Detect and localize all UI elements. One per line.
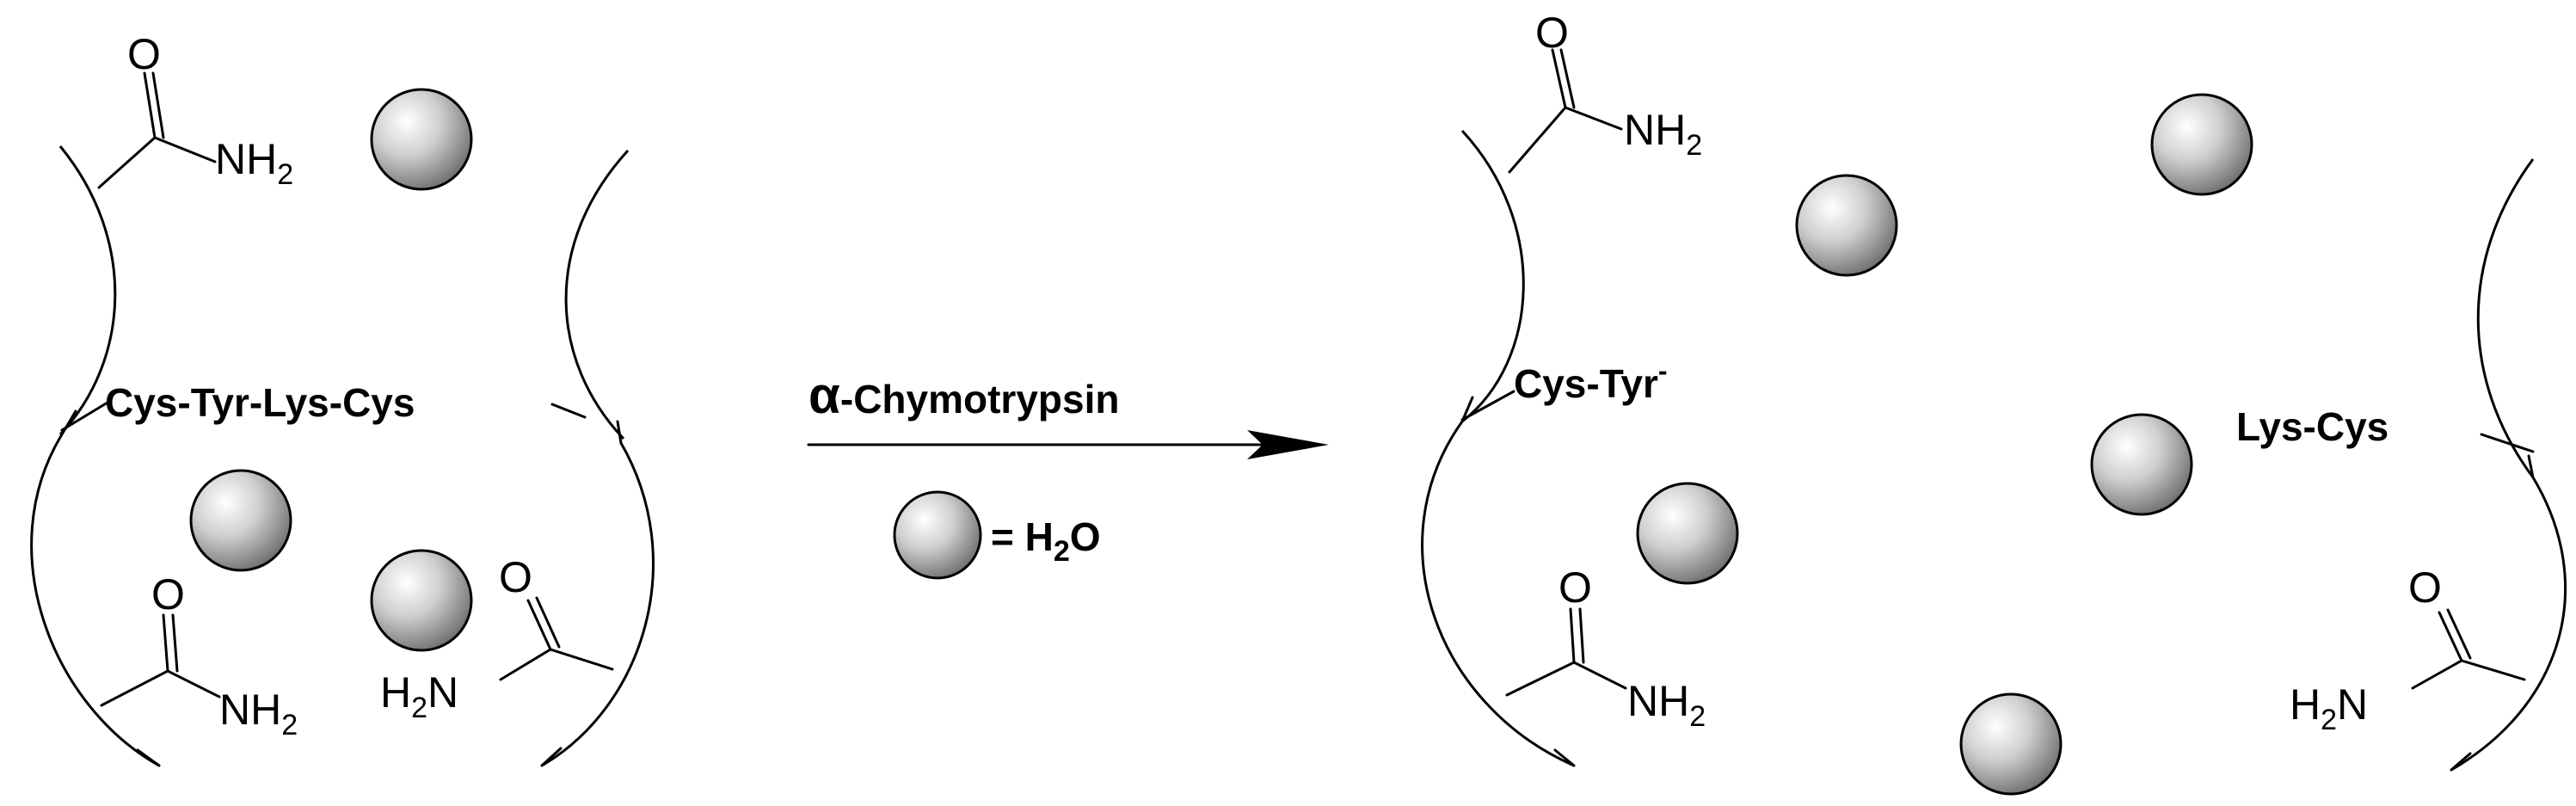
- product-left-fragment: O NH2 O NH2 Cys-Tyr-: [1421, 9, 1706, 767]
- water-sphere: [370, 88, 473, 191]
- arrow-head: [1247, 430, 1329, 459]
- product-right-fragment: O H2N Lys-Cys: [2236, 158, 2567, 772]
- amine-label: NH2: [1624, 106, 1702, 162]
- amide-group-top: O NH2: [97, 30, 293, 191]
- water-sphere: [1959, 692, 2063, 796]
- amine-label: H2N: [2290, 680, 2368, 736]
- amide-group-bottom-left: O NH2: [1505, 563, 1706, 733]
- water-sphere: [2090, 413, 2193, 516]
- peptide-bond-left: [60, 401, 109, 432]
- enzyme-label: α-Chymotrypsin: [808, 366, 1119, 424]
- half-arrow-head: [136, 748, 161, 767]
- half-arrow-head: [1553, 748, 1576, 767]
- oxygen-label: O: [2408, 563, 2442, 612]
- cavity-arc-lower-right: [541, 442, 655, 767]
- cavity-arc-upper-right: [564, 149, 630, 440]
- amide-group-bottom-left: O NH2: [100, 570, 298, 741]
- amide-group-top: O NH2: [1508, 9, 1702, 174]
- oxygen-label: O: [127, 30, 161, 78]
- amide-group-bottom-right: O H2N: [2290, 563, 2526, 736]
- cavity-arc-lower-left: [30, 434, 160, 767]
- cavity-arc-upper: [1460, 129, 1525, 423]
- cavity-arc-lower: [2450, 477, 2567, 772]
- cavity-arc-lower: [1421, 421, 1575, 767]
- oxygen-label: O: [499, 553, 532, 601]
- cavity-arc-upper: [2476, 158, 2535, 478]
- water-sphere: [189, 469, 292, 572]
- half-arrow-head: [2527, 454, 2535, 479]
- peptide-bond-left: [1460, 390, 1515, 421]
- oxygen-label: O: [151, 570, 185, 618]
- water-legend-label: = H2O: [991, 514, 1101, 568]
- cavity-arc-upper-left: [58, 145, 117, 436]
- fragment-label: Lys-Cys: [2236, 404, 2388, 449]
- half-arrow-head: [2450, 752, 2472, 772]
- half-arrow-head: [616, 420, 623, 445]
- legend-water-sphere: [893, 490, 982, 580]
- amine-label: NH2: [215, 135, 293, 191]
- water-sphere: [1636, 482, 1739, 585]
- water-sphere: [370, 549, 473, 652]
- peptide-bond-right: [550, 403, 587, 419]
- amine-label: NH2: [219, 686, 298, 741]
- water-sphere: [1795, 174, 1898, 277]
- reactant-water: [189, 88, 473, 652]
- product-water: [1636, 93, 2253, 796]
- oxygen-label: O: [1535, 9, 1569, 57]
- half-arrow-head: [60, 409, 77, 436]
- water-sphere: [2150, 93, 2253, 196]
- amine-label: NH2: [1627, 677, 1706, 733]
- peptide-bond-right: [2480, 433, 2535, 453]
- peptide-label: Cys-Tyr-Lys-Cys: [105, 380, 415, 425]
- fragment-label: Cys-Tyr-: [1514, 355, 1668, 406]
- reactant-cavity: O NH2 O NH2 O H2N Cys-Tyr-Lys-Cys: [30, 30, 655, 767]
- amine-label: H2N: [380, 668, 458, 724]
- oxygen-label: O: [1559, 563, 1592, 612]
- half-arrow-head: [540, 747, 563, 767]
- reaction-arrow: α-Chymotrypsin = H2O: [807, 366, 1329, 580]
- amide-group-bottom-right: O H2N: [380, 553, 614, 724]
